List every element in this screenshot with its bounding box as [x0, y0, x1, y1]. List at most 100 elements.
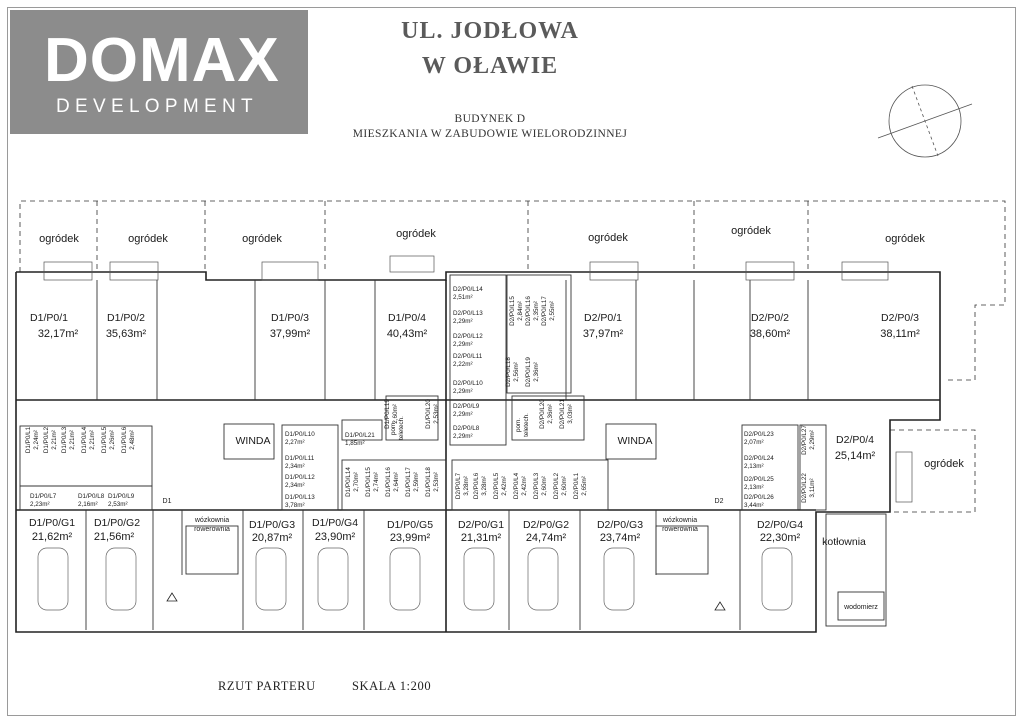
storage-area: 3,44m² [744, 502, 764, 509]
apartment-area: 37,99m² [270, 328, 311, 340]
storage-area: 2,56m² [513, 362, 520, 382]
storage-id: D1/P0/L17 [405, 467, 412, 497]
telecom-room-label: pom. [515, 418, 522, 432]
storage-area: 3,78m² [285, 502, 305, 509]
storage-area: 2,55m² [549, 301, 556, 321]
garden-zones [19, 200, 1006, 513]
bike-room-label: rowerownia [194, 526, 230, 533]
storage-area: 2,13m² [744, 463, 764, 470]
storage-area: 2,29m² [453, 433, 473, 440]
storage-id: D2/P0/L17 [541, 296, 548, 326]
storage-id: D1/P0/L20 [425, 399, 432, 429]
garage-area: 23,90m² [315, 531, 356, 543]
garden-label: ogródek [924, 458, 964, 470]
garden-label: ogródek [39, 233, 79, 245]
terrace-paving [43, 255, 913, 503]
storage-id: D2/P0/L11 [453, 353, 483, 360]
storage-area: 2,70m² [353, 472, 360, 492]
storage-id: D2/P0/L3 [533, 472, 540, 499]
storage-area: 2,21m² [69, 430, 76, 450]
storage-area: 2,60m² [561, 476, 568, 496]
logo-subtitle: DEVELOPMENT [56, 96, 258, 117]
storage-id: D2/P0/L19 [525, 357, 532, 387]
garage-id: D1/P0/G2 [94, 517, 140, 529]
storage-id: D1/P0/L21 [345, 432, 375, 439]
storage-area: 2,07m² [744, 439, 764, 446]
storage-labels-horizontal: D2/P0/L142,51m²D2/P0/L132,29m²D2/P0/L122… [30, 286, 774, 509]
staircase-label: D1 [163, 498, 172, 505]
city-title: W OŁAWIE [421, 53, 559, 79]
storage-area: 3,28m² [463, 476, 470, 496]
apartment-area: 32,17m² [38, 328, 79, 340]
apartment-area: 35,63m² [106, 328, 147, 340]
storage-id: D1/P0/L4 [81, 426, 88, 453]
storage-id: D2/P0/L22 [801, 473, 808, 503]
storage-area: 2,42m² [501, 476, 508, 496]
storage-area: 2,48m² [129, 430, 136, 450]
storage-area: 2,42m² [521, 476, 528, 496]
storage-id: D2/P0/L21 [559, 399, 566, 429]
apartment-area: 38,11m² [880, 328, 920, 340]
garage-labels: D1/P0/G1 21,62m² D1/P0/G2 21,56m² D1/P0/… [29, 517, 803, 544]
car-icons [37, 547, 793, 611]
bike-room-label: rowerownia [662, 526, 698, 533]
interior-walls [19, 274, 887, 630]
storage-area: 2,60m² [392, 404, 399, 424]
apartment-id: D2/P0/2 [751, 312, 789, 324]
storage-area: 2,35m² [533, 301, 540, 321]
staircase-label: D2 [715, 498, 724, 505]
logo-brand: DOMAX [44, 26, 280, 95]
storage-area: 2,60m² [541, 476, 548, 496]
plan-name: RZUT PARTERU [218, 679, 316, 693]
boiler-room-label: kotłownia [822, 536, 866, 548]
storage-id: D2/P0/L27 [801, 425, 808, 455]
storage-area: 2,16m² [78, 501, 98, 508]
garage-area: 22,30m² [760, 532, 801, 544]
bike-room-label: wózkownia [662, 517, 697, 524]
plan-scale: SKALA 1:200 [352, 679, 432, 693]
garden-label: ogródek [731, 225, 771, 237]
storage-area: 2,34m² [285, 463, 305, 470]
storage-id: D2/P0/L4 [513, 472, 520, 499]
garage-area: 23,99m² [390, 532, 431, 544]
apartment-id: D2/P0/1 [584, 312, 622, 324]
storage-area: 2,36m² [533, 362, 540, 382]
storage-area: 2,21m² [51, 430, 58, 450]
building-label: BUDYNEK D [454, 113, 526, 125]
telecom-room-label: teletech. [398, 416, 405, 440]
apartment-area: 40,43m² [387, 328, 428, 340]
storage-id: D2/P0/L16 [525, 296, 532, 326]
garage-area: 21,62m² [32, 531, 73, 543]
storage-id: D2/P0/L7 [455, 472, 462, 499]
storage-id: D2/P0/L1 [573, 472, 580, 499]
garage-area: 23,74m² [600, 532, 641, 544]
building-description: MIESZKANIA W ZABUDOWIE WIELORODZINNEJ [352, 128, 628, 140]
garage-id: D2/P0/G3 [597, 519, 643, 531]
storage-id: D2/P0/L15 [509, 296, 516, 326]
apartment-id: D2/P0/3 [881, 312, 919, 324]
storage-area: 2,53m² [433, 404, 440, 424]
storage-area: 2,65m² [581, 476, 588, 496]
storage-id: D2/P0/L8 [453, 425, 480, 432]
garage-id: D1/P0/G5 [387, 519, 433, 531]
storage-area: 2,29m² [453, 411, 473, 418]
garage-area: 24,74m² [526, 532, 567, 544]
storage-area: 2,53m² [433, 472, 440, 492]
storage-id: D2/P0/L14 [453, 286, 483, 293]
storage-area: 3,28m² [481, 476, 488, 496]
apartment-id: D1/P0/3 [271, 312, 309, 324]
garage-id: D2/P0/G1 [458, 519, 504, 531]
storage-area: 2,64m² [393, 472, 400, 492]
storage-id: D1/P0/L8 [78, 493, 105, 500]
storage-area: 2,59m² [413, 472, 420, 492]
storage-id: D2/P0/L9 [453, 403, 480, 410]
storage-area: 2,34m² [285, 482, 305, 489]
storage-id: D1/P0/L3 [61, 426, 68, 453]
garage-id: D1/P0/G3 [249, 519, 295, 531]
garage-id: D1/P0/G1 [29, 517, 75, 529]
storage-id: D1/P0/L15 [365, 467, 372, 497]
storage-id: D1/P0/L7 [30, 493, 57, 500]
garage-id: D1/P0/G4 [312, 517, 358, 529]
